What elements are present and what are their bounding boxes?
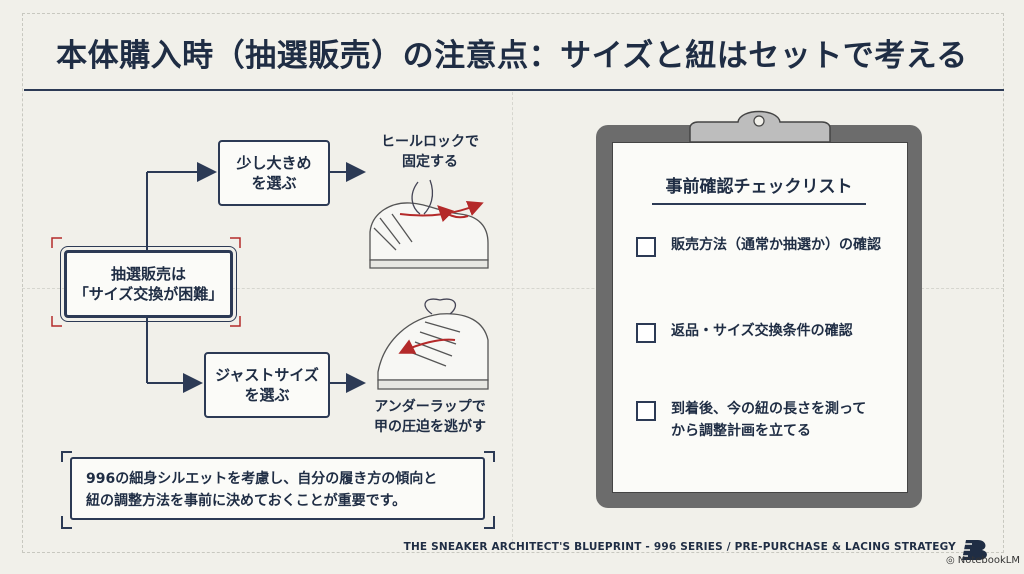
checklist-heading: 事前確認チェックリスト xyxy=(665,177,853,197)
checklist-item-line-2: から調整計画を立てる xyxy=(671,423,811,439)
checkbox[interactable] xyxy=(636,237,656,257)
checklist-item-line-1: 返品・サイズ交換条件の確認 xyxy=(671,323,853,339)
checklist-item-line-1: 到着後、今の紐の長さを測って xyxy=(671,401,867,417)
condition-line-2: 「サイズ交換が困難」 xyxy=(73,285,224,303)
frame-right-line xyxy=(1003,13,1004,553)
checklist-item[interactable]: 返品・サイズ交換条件の確認 xyxy=(636,320,853,343)
key-point-note: 996の細身シルエットを考慮し、自分の履き方の傾向と 紐の調整方法を事前に決めて… xyxy=(70,457,485,520)
checkbox[interactable] xyxy=(636,401,656,421)
slide-title: 本体購入時（抽選販売）の注意点：サイズと紐はセットで考える xyxy=(56,38,968,74)
condition-box-lottery-sale: 抽選販売は 「サイズ交換が困難」 xyxy=(60,246,237,322)
result-b-line-1: アンダーラップで xyxy=(374,399,486,415)
result-label-heel-lock: ヒールロックで 固定する xyxy=(372,132,488,172)
note-line-2: 紐の調整方法を事前に決めておくことが重要です。 xyxy=(86,493,407,509)
note-line-1: 996の細身シルエットを考慮し、自分の履き方の傾向と xyxy=(86,471,438,487)
checklist-item-line-1: 販売方法（通常か抽選か）の確認 xyxy=(671,237,881,253)
result-label-underlap: アンダーラップで 甲の圧迫を逃がす xyxy=(360,397,500,437)
checklist-item-text: 到着後、今の紐の長さを測って から調整計画を立てる xyxy=(671,398,866,442)
checkbox[interactable] xyxy=(636,323,656,343)
option-b-line-1: ジャストサイズ xyxy=(215,366,319,384)
result-b-line-2: 甲の圧迫を逃がす xyxy=(374,419,486,435)
frame-bottom-line xyxy=(22,552,1004,553)
notebooklm-label: NotebookLM xyxy=(957,555,1020,566)
checklist-heading-underline xyxy=(652,203,866,205)
checklist-item[interactable]: 販売方法（通常か抽選か）の確認 xyxy=(636,234,881,257)
grid-guide-vertical xyxy=(512,92,513,547)
grid-guide-horizontal xyxy=(22,288,1004,289)
option-box-size-up: 少し大きめ を選ぶ xyxy=(218,140,330,206)
frame-left-line xyxy=(22,13,23,553)
frame-top-line xyxy=(22,13,1004,14)
sneaker-heel-lock-illustration xyxy=(369,179,489,269)
checklist-item-text: 販売方法（通常か抽選か）の確認 xyxy=(671,234,881,256)
option-a-line-1: 少し大きめ xyxy=(236,154,312,172)
branch-lines xyxy=(146,162,366,393)
title-underline xyxy=(24,89,1004,91)
checklist-item-text: 返品・サイズ交換条件の確認 xyxy=(671,320,853,342)
main-box-corner-brackets xyxy=(51,237,241,327)
notebooklm-icon: ◎ xyxy=(946,555,955,566)
result-a-line-2: 固定する xyxy=(402,154,458,170)
checklist-paper xyxy=(612,142,908,493)
condition-line-1: 抽選販売は xyxy=(110,265,186,283)
option-b-line-2: を選ぶ xyxy=(244,386,290,404)
sneaker-underlap-illustration xyxy=(377,298,489,390)
option-box-just-size: ジャストサイズ を選ぶ xyxy=(204,352,330,418)
result-a-line-1: ヒールロックで xyxy=(381,134,479,150)
notebooklm-watermark: ◎ NotebookLM xyxy=(946,555,1020,566)
option-a-line-2: を選ぶ xyxy=(251,174,297,192)
checklist-item[interactable]: 到着後、今の紐の長さを測って から調整計画を立てる xyxy=(636,398,866,442)
slide-footer: THE SNEAKER ARCHITECT'S BLUEPRINT - 996 … xyxy=(403,541,956,553)
